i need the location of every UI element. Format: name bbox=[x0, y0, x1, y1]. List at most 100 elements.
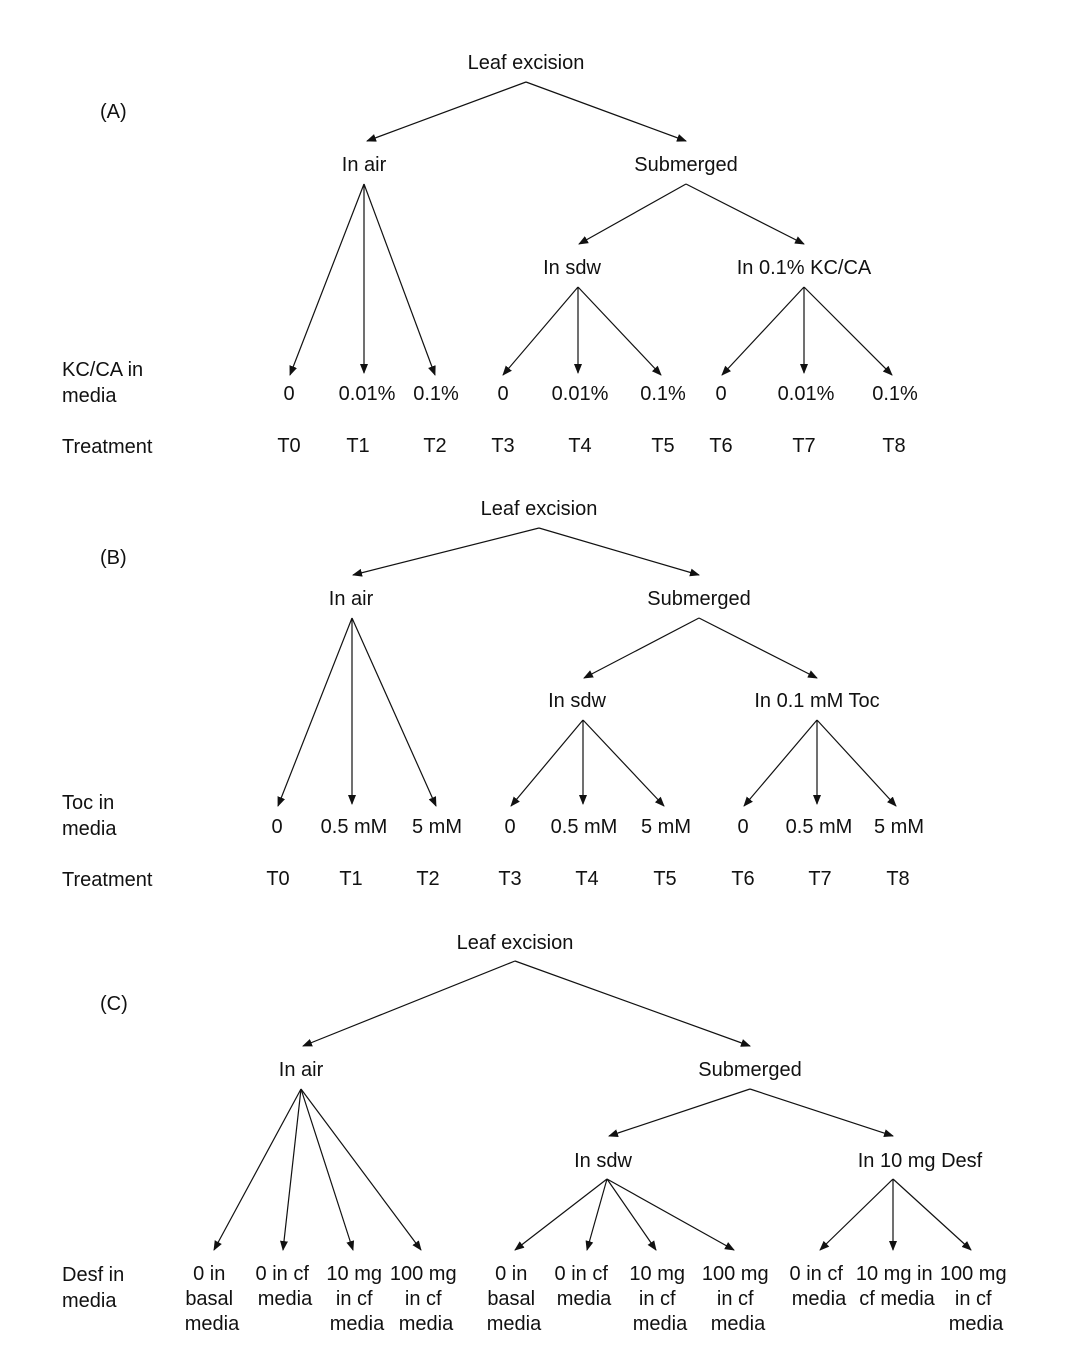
panel-a-arrow-root-air bbox=[366, 81, 527, 142]
panel-a: (A) Leaf excision In air Submerged In sd… bbox=[62, 52, 918, 458]
panel-c-arrow-sdw-1 bbox=[585, 1178, 608, 1251]
panel-b-treatment-6: T6 bbox=[731, 868, 754, 890]
panel-a-root-node: Leaf excision bbox=[468, 52, 585, 74]
panel-b-conc-1: 0.5 mM bbox=[321, 816, 388, 838]
panel-b-in-sdw-node: In sdw bbox=[548, 690, 606, 712]
panel-c-in-solution-node: In 10 mg Desf bbox=[858, 1150, 983, 1172]
panel-a-arrow-air-2 bbox=[363, 183, 436, 376]
panel-c-label: (C) bbox=[100, 993, 128, 1015]
panel-c-leaf-5: 0 in cf media bbox=[555, 1263, 614, 1310]
panel-c-leaf-8: 0 in cf media bbox=[790, 1263, 849, 1310]
panel-b-arrow-air-2 bbox=[351, 617, 437, 807]
panel-b-arrow-sub-sdw bbox=[583, 617, 700, 679]
panel-a-arrow-sub-solution bbox=[685, 183, 805, 245]
panel-a-treatment-6: T6 bbox=[709, 435, 732, 457]
panel-c-arrow-sol-0 bbox=[819, 1178, 894, 1251]
panel-b-treatment-2: T2 bbox=[416, 868, 439, 890]
panel-c-arrow-sub-solution bbox=[749, 1088, 894, 1137]
panel-b-conc-0: 0 bbox=[271, 816, 282, 838]
panel-a-row-label-line2: media bbox=[62, 385, 117, 407]
panel-c-leaf-2: 10 mg in cf media bbox=[326, 1263, 387, 1335]
panel-b-conc-5: 5 mM bbox=[641, 816, 691, 838]
panel-b-submerged-node: Submerged bbox=[647, 588, 750, 610]
panel-a-conc-3: 0 bbox=[497, 383, 508, 405]
panel-c-arrow-sub-sdw bbox=[608, 1088, 751, 1137]
panel-c-arrow-air-0 bbox=[213, 1088, 302, 1251]
panel-b-arrow-air-0 bbox=[277, 617, 353, 807]
panel-c-arrow-sdw-3 bbox=[606, 1178, 735, 1251]
panel-c-submerged-node: Submerged bbox=[698, 1059, 801, 1081]
panel-a-arrow-sol-0 bbox=[721, 286, 805, 376]
panel-c-in-air-node: In air bbox=[279, 1059, 324, 1081]
panel-a-conc-0: 0 bbox=[283, 383, 294, 405]
panel-b-treatment-7: T7 bbox=[808, 868, 831, 890]
panel-a-arrow-sdw-0 bbox=[502, 286, 579, 376]
panel-b-label: (B) bbox=[100, 547, 127, 569]
panel-b-conc-4: 0.5 mM bbox=[551, 816, 618, 838]
panel-a-conc-8: 0.1% bbox=[872, 383, 918, 405]
panel-a-treatment-8: T8 bbox=[882, 435, 905, 457]
panel-b-conc-8: 5 mM bbox=[874, 816, 924, 838]
panel-c-arrow-air-1 bbox=[280, 1088, 302, 1251]
panel-c-leaf-6: 10 mg in cf media bbox=[629, 1263, 690, 1335]
panel-a-conc-4: 0.01% bbox=[552, 383, 609, 405]
panel-b-treatment-label: Treatment bbox=[62, 869, 153, 891]
panel-a-label: (A) bbox=[100, 101, 127, 123]
panel-b-treatment-5: T5 bbox=[653, 868, 676, 890]
panel-b-in-air-node: In air bbox=[329, 588, 374, 610]
panel-c-root-node: Leaf excision bbox=[457, 932, 574, 954]
panel-a-conc-7: 0.01% bbox=[778, 383, 835, 405]
panel-a-conc-2: 0.1% bbox=[413, 383, 459, 405]
panel-b-arrow-root-air bbox=[352, 527, 540, 577]
panel-b-conc-2: 5 mM bbox=[412, 816, 462, 838]
panel-c-leaf-7: 100 mg in cf media bbox=[702, 1263, 774, 1335]
panel-a-treatment-7: T7 bbox=[792, 435, 815, 457]
panel-a-in-air-node: In air bbox=[342, 154, 387, 176]
panel-b: (B) Leaf excision In air Submerged In sd… bbox=[62, 498, 924, 891]
panel-a-row-label: KC/CA in bbox=[62, 359, 143, 381]
panel-a-treatment-2: T2 bbox=[423, 435, 446, 457]
panel-c-leaf-4: 0 in basal media bbox=[487, 1263, 542, 1335]
panel-b-treatment-3: T3 bbox=[498, 868, 521, 890]
panel-b-treatment-8: T8 bbox=[886, 868, 909, 890]
panel-a-arrow-root-submerged bbox=[525, 81, 687, 142]
panel-a-conc-6: 0 bbox=[715, 383, 726, 405]
panel-c-row-label: Desf in bbox=[62, 1264, 124, 1286]
panel-b-root-node: Leaf excision bbox=[481, 498, 598, 520]
panel-c-leaf-0: 0 in basal media bbox=[185, 1263, 240, 1335]
panel-c-arrow-sdw-2 bbox=[606, 1178, 657, 1251]
panel-a-treatment-label: Treatment bbox=[62, 436, 153, 458]
panel-a-arrow-sdw-2 bbox=[577, 286, 662, 376]
panel-b-treatment-4: T4 bbox=[575, 868, 598, 890]
panel-b-conc-3: 0 bbox=[504, 816, 515, 838]
panel-a-conc-1: 0.01% bbox=[339, 383, 396, 405]
panel-a-in-solution-node: In 0.1% KC/CA bbox=[737, 257, 872, 279]
panel-a-treatment-3: T3 bbox=[491, 435, 514, 457]
panel-c-arrow-root-air bbox=[302, 960, 516, 1047]
panel-c-arrow-sol-2 bbox=[892, 1178, 972, 1251]
panel-a-treatment-0: T0 bbox=[277, 435, 300, 457]
panel-b-arrow-sdw-2 bbox=[582, 719, 665, 807]
panel-a-arrow-sol-2 bbox=[803, 286, 893, 376]
panel-c-leaf-10: 100 mg in cf media bbox=[940, 1263, 1012, 1335]
panel-b-conc-7: 0.5 mM bbox=[786, 816, 853, 838]
panel-b-in-solution-node: In 0.1 mM Toc bbox=[754, 690, 879, 712]
panel-c-arrow-sdw-0 bbox=[514, 1178, 608, 1251]
panel-a-in-sdw-node: In sdw bbox=[543, 257, 601, 279]
panel-c-leaf-9: 10 mg in cf media bbox=[856, 1263, 938, 1310]
panel-c-in-sdw-node: In sdw bbox=[574, 1150, 632, 1172]
panel-b-row-label: Toc in bbox=[62, 792, 114, 814]
panel-b-treatment-0: T0 bbox=[266, 868, 289, 890]
panel-a-treatment-4: T4 bbox=[568, 435, 591, 457]
panel-a-treatment-5: T5 bbox=[651, 435, 674, 457]
panel-b-arrow-sub-solution bbox=[698, 617, 818, 679]
panel-a-treatment-1: T1 bbox=[346, 435, 369, 457]
panel-b-arrow-root-submerged bbox=[538, 527, 700, 577]
panel-b-row-label-line2: media bbox=[62, 818, 117, 840]
panel-b-arrow-sol-2 bbox=[816, 719, 897, 807]
panel-b-arrow-sdw-0 bbox=[510, 719, 584, 807]
panel-c-arrow-root-submerged bbox=[514, 960, 751, 1047]
panel-a-conc-5: 0.1% bbox=[640, 383, 686, 405]
panel-a-arrow-sub-sdw bbox=[578, 183, 687, 245]
